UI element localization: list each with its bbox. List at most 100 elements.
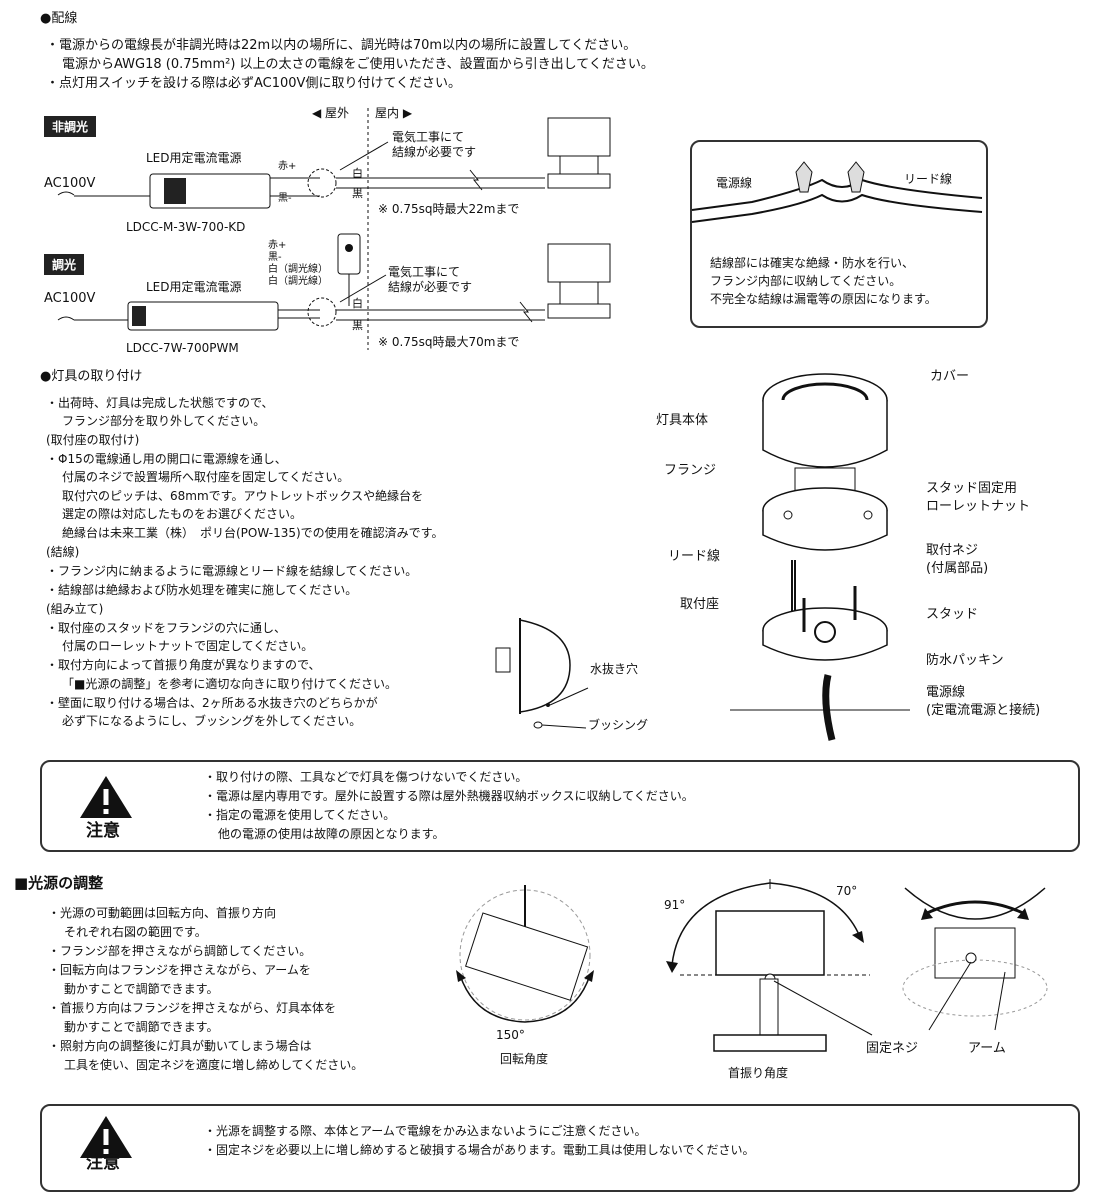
wiring-diagram xyxy=(57,108,611,350)
caution1-line: ・指定の電源を使用してください。 xyxy=(204,808,396,822)
mounting-line: フランジ部分を取り外してください。 xyxy=(62,414,266,428)
mounting-line: 付属のネジで設置場所へ取付座を固定してください。 xyxy=(62,470,350,484)
mounting-line: ・取付方向によって首振り角度が異なりますので、 xyxy=(46,658,321,672)
junction-diagram xyxy=(691,161,983,223)
rotation-arc-icon xyxy=(459,974,591,1023)
indoor-label: 屋内 ▶ xyxy=(375,106,413,120)
junction-note-box xyxy=(690,140,988,328)
mounting-line: ・取付座のスタッドをフランジの穴に通し、 xyxy=(46,621,287,635)
adjust-line: 動かすことで調節できます。 xyxy=(64,1020,219,1034)
fixing-screw-label: 固定ネジ xyxy=(866,1041,919,1056)
adjust-line: それぞれ右図の範囲です。 xyxy=(64,925,207,939)
part-screw: 取付ネジ (付属部品) xyxy=(926,543,989,576)
junction-power-wire: 電源線 xyxy=(716,176,753,190)
dimming-black-out: 黒 xyxy=(352,319,363,332)
caution-box-1 xyxy=(40,760,1080,852)
mounting-line: ・Φ15の電線通し用の開口に電源線を通し、 xyxy=(46,452,287,466)
dimming-note: 電気工事にて 結線が必要です xyxy=(388,265,473,294)
fixing-screw-icon xyxy=(965,952,977,964)
rotation-angle: 150° xyxy=(496,1028,525,1042)
tilt-label: 首振り角度 xyxy=(728,1066,789,1080)
part-cover: カバー xyxy=(930,369,970,384)
part-lead: リード線 xyxy=(668,549,721,564)
wiring-note-3: ・点灯用スイッチを設ける際は必ずAC100V側に取り付けてください。 xyxy=(46,76,462,91)
drain-hole-label: 水抜き穴 xyxy=(590,662,639,676)
mounting-line: 絶縁台は未来工業（株） ポリ台(POW-135)での使用を確認済みです。 xyxy=(62,526,444,540)
adjust-line: ・首振り方向はフランジを押さえながら、灯具本体を xyxy=(48,1001,337,1015)
mounting-line: (結線) xyxy=(46,545,80,559)
part-stud-nut: スタッド固定用 ローレットナット xyxy=(926,481,1031,514)
dimming-wire-red: 赤+ xyxy=(268,240,287,251)
dimming-white-out: 白 xyxy=(352,297,363,310)
dimmer-switch-icon xyxy=(337,233,361,275)
tilt-right-angle: 70° xyxy=(836,884,858,898)
rotation-diagram xyxy=(456,885,594,1023)
rotation-label: 回転角度 xyxy=(500,1052,549,1066)
exploded-fixture-diagram xyxy=(730,373,910,741)
mounting-line: 選定の際は対応したものをお選びください。 xyxy=(62,507,303,521)
bushing-label: ブッシング xyxy=(588,718,649,732)
caution2-line: ・固定ネジを必要以上に増し締めすると破損する場合があります。電動工具は使用しない… xyxy=(204,1143,755,1157)
dimming-wire-white1: 白（調光線） xyxy=(268,264,328,275)
outdoor-label: ◀ 屋外 xyxy=(312,106,350,120)
wire-connector-icon xyxy=(795,161,813,193)
non-dimming-black: 黒- xyxy=(278,193,292,204)
ac-symbol-icon xyxy=(57,316,75,321)
part-body: 灯具本体 xyxy=(656,413,709,428)
warning-icon xyxy=(80,776,132,818)
dimming-power-label: LED用定電流電源 xyxy=(146,280,242,294)
dimming-ac: AC100V xyxy=(44,291,96,306)
dimming-model: LDCC-7W-700PWM xyxy=(126,341,239,355)
drain-hole-icon xyxy=(546,703,550,707)
wire-connector-icon xyxy=(847,161,865,193)
knurled-nut-icon xyxy=(783,510,793,520)
dimming-wire-white2: 白（調光線） xyxy=(268,276,328,287)
dimming-tag: 調光 xyxy=(44,254,85,275)
caution1-line: ・電源は屋内専用です。屋外に設置する際は屋外熱機器収納ボックスに収納してください… xyxy=(204,789,694,803)
adjust-heading: ■光源の調整 xyxy=(14,874,104,892)
adjust-line: ・フランジ部を押さえながら調節してください。 xyxy=(48,944,312,958)
non-dimming-red: 赤+ xyxy=(278,161,297,172)
non-dimming-white-out: 白 xyxy=(352,167,363,180)
junction-note-2: フランジ内部に収納してください。 xyxy=(710,274,902,288)
non-dimming-black-out: 黒 xyxy=(352,187,363,200)
adjust-line: ・光源の可動範囲は回転方向、首振り方向 xyxy=(48,906,277,920)
non-dimming-ac: AC100V xyxy=(44,176,96,191)
tilt-left-angle: 91° xyxy=(664,898,686,912)
adjust-line: ・回転方向はフランジを押さえながら、アームを xyxy=(48,963,311,977)
adjust-line: ・照射方向の調整後に灯具が動いてしまう場合は xyxy=(48,1039,312,1053)
non-dimming-tag: 非調光 xyxy=(44,116,97,137)
mounting-line: 「■光源の調整」を参考に適切な向きに取り付けてください。 xyxy=(62,677,397,691)
mounting-line: 取付穴のピッチは、68mmです。アウトレットボックスや絶縁台を xyxy=(62,489,424,503)
wiring-note-1: ・電源からの電線長が非調光時は22m以内の場所に、調光時は70m以内の場所に設置… xyxy=(46,38,637,53)
junction-lead-wire: リード線 xyxy=(904,172,953,186)
dimming-max: ※ 0.75sq時最大70mまで xyxy=(378,335,520,349)
caution2-line: ・光源を調整する際、本体とアームで電線をかみ込まないようにご注意ください。 xyxy=(204,1124,647,1138)
part-power: 電源線 (定電流電源と接続) xyxy=(926,685,1041,718)
non-dimming-model: LDCC-M-3W-700-KD xyxy=(126,220,246,234)
caution-box-2 xyxy=(40,1104,1080,1192)
wall-mount-diagram xyxy=(495,618,589,729)
mounting-line: (組み立て) xyxy=(46,602,104,616)
caution-label-2: 注意 xyxy=(86,1153,120,1173)
caution1-line: ・取り付けの際、工具などで灯具を傷つけないでください。 xyxy=(204,770,528,784)
part-base: 取付座 xyxy=(680,597,720,612)
adjust-line: 工具を使い、固定ネジを適度に増し締めしてください。 xyxy=(64,1058,364,1072)
mounting-line: (取付座の取付け) xyxy=(46,433,140,447)
non-dimming-power-label: LED用定電流電源 xyxy=(146,151,242,165)
fixture-icon xyxy=(547,117,611,157)
power-supply-icon xyxy=(127,301,279,331)
caution-label-1: 注意 xyxy=(86,821,120,841)
dimming-wire-black: 黒- xyxy=(268,252,282,263)
ac-symbol-icon xyxy=(57,191,75,196)
mounting-line: ・フランジ内に納まるように電源線とリード線を結線してください。 xyxy=(46,564,418,578)
wiring-note-2: 電源からAWG18 (0.75mm²) 以上の太さの電線をご使用いただき、設置面… xyxy=(62,57,654,72)
arm-label: アーム xyxy=(968,1041,1006,1056)
mounting-line: ・出荷時、灯具は完成した状態ですので、 xyxy=(46,396,274,410)
part-stud: スタッド xyxy=(926,607,979,622)
mounting-line: 必ず下になるようにし、ブッシングを外してください。 xyxy=(62,714,362,728)
rotate-arrow-icon xyxy=(924,900,1026,916)
bushing-icon xyxy=(533,721,543,729)
mounting-line: ・壁面に取り付ける場合は、2ヶ所ある水抜き穴のどちらかが xyxy=(46,696,378,710)
adjust-line: 動かすことで調節できます。 xyxy=(64,982,219,996)
